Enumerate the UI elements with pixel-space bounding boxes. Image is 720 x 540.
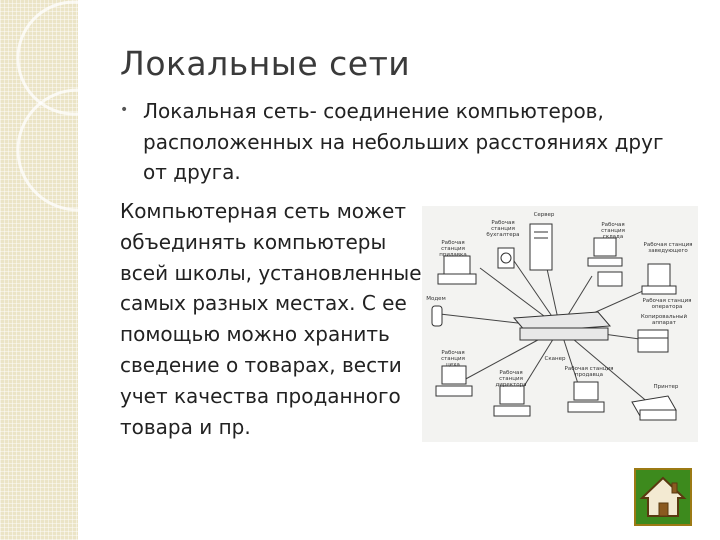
diagram-label: Рабочая станция заведующего bbox=[643, 242, 693, 254]
workstation-top-right bbox=[587, 237, 623, 287]
slide-title: Локальные сети bbox=[120, 44, 411, 83]
network-diagram: Сервер Рабочая станция бухгалтера Рабоча… bbox=[422, 206, 698, 442]
diagram-label: Рабочая станция директора bbox=[495, 370, 527, 388]
server-tower bbox=[529, 223, 553, 271]
home-button[interactable] bbox=[634, 468, 692, 526]
diagram-label: Рабочая станция продавца bbox=[564, 366, 614, 378]
decorative-circles bbox=[16, 0, 78, 212]
copier-right bbox=[637, 329, 669, 353]
hub bbox=[512, 311, 612, 341]
workstation-left-bottom bbox=[435, 365, 473, 397]
diagram-label: Рабочая станция цеха bbox=[441, 350, 465, 368]
printer-bottom-right bbox=[631, 395, 677, 421]
workstation-top-left bbox=[437, 255, 477, 285]
body-paragraph: Компьютерная сеть может объединять компь… bbox=[120, 199, 440, 439]
workstation-bottom-middle bbox=[493, 385, 531, 417]
diagram-label: Рабочая станция бухгалтера bbox=[486, 220, 520, 238]
diagram-label: Рабочая станция оператора bbox=[642, 298, 692, 310]
diagram-label: Сканер bbox=[544, 356, 566, 362]
modem-left bbox=[431, 305, 443, 327]
diagram-label: Рабочая станция склада bbox=[601, 222, 625, 240]
network-diagram-drawing bbox=[431, 223, 677, 421]
workstation-bottom-center-right bbox=[567, 381, 605, 413]
workstation-far-right bbox=[641, 263, 677, 295]
diagram-label: Принтер bbox=[653, 384, 679, 390]
diagram-label: Копировальный аппарат bbox=[640, 314, 688, 326]
home-icon bbox=[639, 476, 687, 517]
diagram-label: Рабочая станция прилавка bbox=[439, 240, 467, 258]
bullet-text: Локальная сеть- соединение компьютеров, … bbox=[143, 99, 664, 184]
diagram-label: Модем bbox=[426, 296, 446, 302]
diagram-label: Сервер bbox=[533, 212, 555, 218]
decorative-strip bbox=[0, 0, 78, 540]
device-top-middle bbox=[497, 247, 515, 269]
bullet-marker: • bbox=[120, 102, 129, 118]
